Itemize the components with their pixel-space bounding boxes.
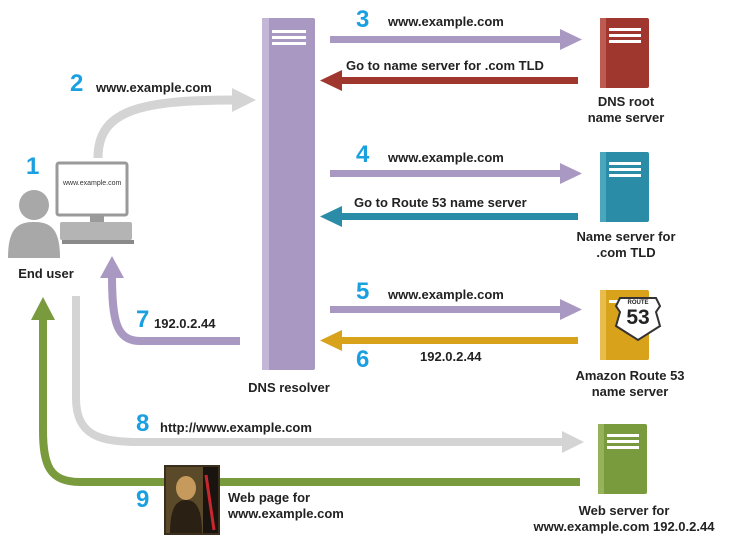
arrow-step-8 — [72, 296, 584, 453]
tld-server-icon — [600, 152, 649, 222]
step-4-label: www.example.com — [388, 150, 504, 165]
root-server-icon — [600, 18, 649, 88]
step-2-label: www.example.com — [96, 80, 212, 95]
route53-label-line1: Amazon Route 53 — [575, 368, 685, 383]
arrow-step-3 — [330, 29, 582, 50]
tld-server-label-line2: .com TLD — [596, 245, 656, 260]
tld-reply-label: Go to Route 53 name server — [354, 195, 527, 210]
route53-badge-top: ROUTE — [627, 300, 649, 306]
root-reply-label: Go to name server for .com TLD — [346, 58, 544, 73]
end-user-label: End user — [18, 266, 74, 281]
arrow-root-reply — [320, 70, 578, 91]
tld-server-label-line1: Name server for — [576, 229, 676, 244]
dns-resolver-icon — [262, 18, 315, 370]
route53-label-line2: name server — [591, 384, 669, 399]
step-3-label: www.example.com — [388, 14, 504, 29]
arrow-step-5 — [330, 299, 582, 320]
step-4-number: 4 — [356, 141, 370, 168]
step-9-label-line2: www.example.com — [228, 506, 344, 521]
step-9-number: 9 — [136, 486, 150, 513]
step-7-label: 192.0.2.44 — [154, 316, 216, 331]
step-6-label: 192.0.2.44 — [420, 349, 482, 364]
arrow-step-2 — [93, 88, 256, 159]
route53-shield-icon — [614, 297, 662, 342]
root-server-label-line2: name server — [587, 110, 665, 125]
dns-resolver-label: DNS resolver — [248, 380, 330, 395]
step-9-label-line1: Web page for — [228, 490, 311, 505]
step-6-number: 6 — [356, 346, 370, 373]
step-7-number: 7 — [136, 306, 150, 333]
step-5-number: 5 — [356, 278, 370, 305]
root-server-label-line1: DNS root — [597, 94, 655, 109]
web-server-label-line2: www.example.com 192.0.2.44 — [533, 519, 715, 534]
step-8-label: http://www.example.com — [160, 420, 312, 435]
step-8-number: 8 — [136, 410, 150, 437]
step-1-number: 1 — [26, 153, 40, 180]
end-user-icon — [8, 190, 60, 258]
arrow-tld-reply — [320, 206, 578, 227]
step-2-number: 2 — [70, 70, 84, 97]
arrow-step-4 — [330, 163, 582, 184]
route53-badge-number: 53 — [626, 306, 650, 329]
arrow-step-9 — [31, 297, 580, 486]
arrow-step-6 — [320, 330, 578, 351]
web-server-icon — [598, 424, 647, 494]
step-3-number: 3 — [356, 6, 370, 33]
web-server-label-line1: Web server for — [578, 503, 670, 518]
computer-icon — [55, 161, 134, 244]
step-5-label: www.example.com — [388, 287, 504, 302]
arrow-step-7 — [100, 256, 240, 345]
computer-screen-text: www.example.com — [63, 180, 122, 187]
mona-lisa-thumbnail-icon — [164, 465, 220, 535]
